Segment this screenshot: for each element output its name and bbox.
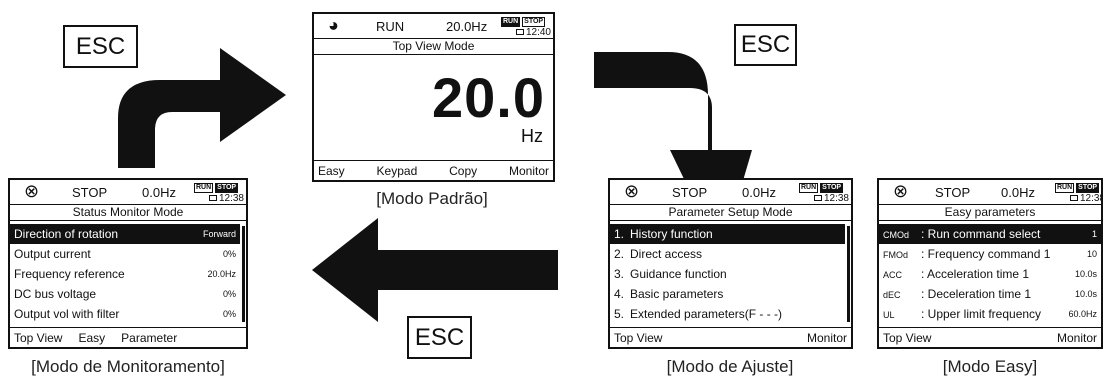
run-stop-badges: RUN STOP 12:38 xyxy=(194,183,244,204)
arrow-monitor-to-standard xyxy=(118,48,286,168)
run-badge: RUN xyxy=(1055,183,1075,193)
adjust-mode-screen: ⊗ STOP 0.0Hz RUN STOP 12:38 Parameter Se… xyxy=(608,178,853,349)
run-badge: RUN xyxy=(194,183,214,193)
stop-circle-icon: ⊗ xyxy=(24,181,40,201)
status-header: ◕ RUN 20.0Hz RUN STOP 12:40 xyxy=(314,14,553,38)
run-stop-badges: RUN STOP 12:38 xyxy=(1055,183,1101,204)
clock: 12:38 xyxy=(194,194,244,204)
battery-icon xyxy=(813,195,822,202)
frequency-readout: 20.0Hz xyxy=(446,19,488,34)
mode-title: Easy parameters xyxy=(879,204,1101,221)
battery-icon xyxy=(208,195,217,202)
scrollbar[interactable] xyxy=(847,226,850,322)
run-stop-badges: RUN STOP 12:38 xyxy=(799,183,849,204)
list-item[interactable]: 1.History function xyxy=(610,224,845,244)
run-state: RUN xyxy=(376,19,405,34)
mode-title: Top View Mode xyxy=(314,38,553,55)
caption-adjust: [Modo de Ajuste] xyxy=(666,357,794,376)
frequency-unit: Hz xyxy=(521,126,543,146)
mode-title: Status Monitor Mode xyxy=(10,204,246,221)
standard-mode-screen: ◕ RUN 20.0Hz RUN STOP 12:40 Top View Mod… xyxy=(312,12,555,182)
clock: 12:38 xyxy=(1055,194,1101,204)
softkey-top-view[interactable]: Top View xyxy=(614,330,663,345)
run-state: STOP xyxy=(72,185,108,200)
softkey-monitor[interactable]: Monitor xyxy=(806,330,847,345)
stop-badge: STOP xyxy=(1076,183,1100,193)
list-item[interactable]: 2.Direct access xyxy=(614,247,703,261)
stop-badge: STOP xyxy=(522,17,546,27)
softkey-keypad[interactable]: Keypad xyxy=(376,163,418,178)
status-header: ⊗ STOP 0.0Hz RUN STOP 12:38 xyxy=(10,180,246,204)
stop-circle-icon: ⊗ xyxy=(893,181,909,201)
softkey-parameter[interactable]: Parameter xyxy=(121,330,178,345)
softkey-copy[interactable]: Copy xyxy=(449,163,478,178)
arrow-adjust-to-monitor xyxy=(312,218,558,322)
rotation-icon: ◕ xyxy=(328,15,339,35)
list-item[interactable]: 3.Guidance function xyxy=(614,267,727,281)
softkey-monitor[interactable]: Monitor xyxy=(1056,330,1097,345)
parameter-menu: 1.History function 2.Direct access 3.Gui… xyxy=(610,224,851,324)
frequency-readout: 0.0Hz xyxy=(1001,185,1035,200)
esc-key-bottom: ESC xyxy=(407,316,472,359)
softkey-easy[interactable]: Easy xyxy=(78,330,106,345)
stop-circle-icon: ⊗ xyxy=(624,181,640,201)
stop-badge: STOP xyxy=(215,183,239,193)
battery-icon xyxy=(515,29,524,36)
esc-key-top-left: ESC xyxy=(63,25,138,68)
run-badge: RUN xyxy=(501,17,521,27)
list-item[interactable]: 5.Extended parameters(F - - -) xyxy=(614,307,783,321)
monitor-mode-screen: ⊗ STOP 0.0Hz RUN STOP 12:38 Status Monit… xyxy=(8,178,248,349)
footer-softkeys: Top View Monitor xyxy=(879,327,1101,347)
scrollbar[interactable] xyxy=(242,226,245,322)
esc-key-top-right: ESC xyxy=(734,24,797,66)
frequency-readout: 0.0Hz xyxy=(142,185,176,200)
run-badge: RUN xyxy=(799,183,819,193)
mode-title: Parameter Setup Mode xyxy=(610,204,851,221)
frequency-big-value: 20.0 xyxy=(432,66,545,129)
softkey-top-view[interactable]: Top View xyxy=(14,330,63,345)
clock: 12:40 xyxy=(501,28,551,38)
footer-softkeys: Top View Monitor xyxy=(610,327,851,347)
clock: 12:38 xyxy=(799,194,849,204)
battery-icon xyxy=(1069,195,1078,202)
run-state: STOP xyxy=(672,185,708,200)
softkey-monitor[interactable]: Monitor xyxy=(508,163,549,178)
caption-standard: [Modo Padrão] xyxy=(376,189,488,208)
run-stop-badges: RUN STOP 12:40 xyxy=(501,17,551,38)
footer-softkeys: Top View Easy Parameter xyxy=(10,327,246,347)
easy-mode-screen: ⊗ STOP 0.0Hz RUN STOP 12:38 Easy paramet… xyxy=(877,178,1103,349)
status-header: ⊗ STOP 0.0Hz RUN STOP 12:38 xyxy=(879,180,1101,204)
softkey-easy[interactable]: Easy xyxy=(318,163,345,178)
status-header: ⊗ STOP 0.0Hz RUN STOP 12:38 xyxy=(610,180,851,204)
list-item[interactable]: 4.Basic parameters xyxy=(614,287,724,301)
frequency-readout: 0.0Hz xyxy=(742,185,776,200)
stop-badge: STOP xyxy=(820,183,844,193)
footer-softkeys: Easy Keypad Copy Monitor xyxy=(314,160,553,180)
run-state: STOP xyxy=(935,185,971,200)
caption-monitor: [Modo de Monitoramento] xyxy=(31,357,225,376)
softkey-top-view[interactable]: Top View xyxy=(883,330,932,345)
caption-easy: [Modo Easy] xyxy=(942,357,1038,376)
